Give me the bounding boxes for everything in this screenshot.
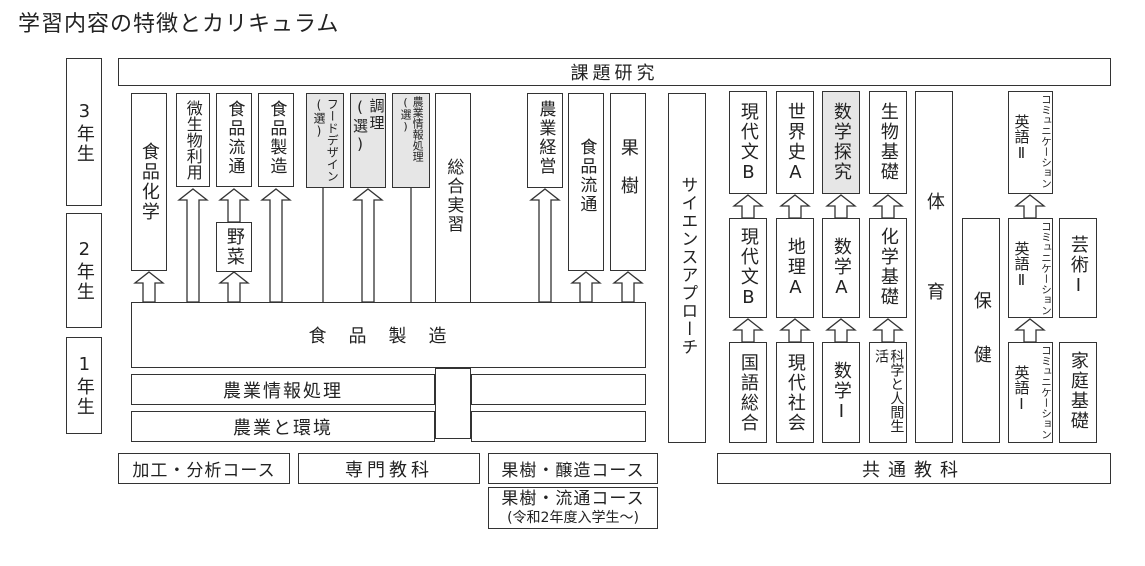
jouhou-band-right	[471, 374, 646, 405]
eigo1-label: 英語Ⅰ	[1012, 365, 1031, 413]
subject-hoken: 保健	[962, 218, 1000, 443]
arrow-eigo3-icon	[1014, 194, 1046, 219]
subject-ryutsu-a: 食品流通	[216, 93, 252, 187]
jouhou-band: 農業情報処理	[131, 374, 435, 405]
arrow-general-2-icon	[825, 318, 857, 343]
arrow-ryutsu-b-icon	[570, 271, 602, 303]
legend-kaju-jozo: 果樹・醸造コース	[488, 453, 658, 484]
arrow-general-2-icon	[779, 318, 811, 343]
arrow-chori-icon	[352, 188, 384, 303]
year-1-label: 1年生	[66, 337, 102, 434]
arrow-general-3-icon	[732, 194, 764, 219]
subject-sugaku-tankyu: 数学探究	[822, 91, 860, 194]
kankyo-band: 農業と環境	[131, 411, 435, 442]
arrow-seizo-small-icon	[260, 188, 292, 303]
legend-kaju-ryutsu-note: (令和2年度入学生〜)	[507, 509, 639, 526]
eigo1-comm: コミュニケーション	[1040, 345, 1052, 440]
subject-jouhou-sel: 農業情報処理(選)	[392, 93, 430, 188]
arrow-general-3-icon	[872, 194, 904, 219]
subject-shokuhin-kagaku: 食品化学	[131, 93, 167, 271]
arrow-biseibutsu-icon	[177, 188, 209, 303]
subject-yasai: 野菜	[216, 222, 252, 272]
kadai-kenkyu-band: 課題研究	[118, 58, 1111, 86]
subject-eigo2: 英語Ⅱ コミュニケーション	[1008, 218, 1053, 318]
legend-kaju-ryutsu: 果樹・流通コース (令和2年度入学生〜)	[488, 487, 658, 529]
kankyo-band-right	[471, 411, 646, 442]
subject-eigo1: 英語Ⅰ コミュニケーション	[1008, 342, 1053, 443]
arrow-general-2-icon	[872, 318, 904, 343]
subject-biseibutsu: 微生物利用	[176, 93, 210, 187]
arrow-yasai-icon	[218, 271, 250, 303]
legend-senmon: 専門教科	[298, 453, 480, 484]
subject-food-design: フードデザイン(選)	[306, 93, 344, 188]
subject-sugaku-1: 数学Ⅰ	[822, 342, 860, 443]
legend-kyotsu: 共通教科	[717, 453, 1111, 484]
subject-seizo-small: 食品製造	[258, 93, 294, 187]
legend-kaju-ryutsu-label: 果樹・流通コース	[501, 488, 645, 509]
arrow-kagaku-icon	[133, 271, 165, 303]
subject-nogyo-keiei: 農業経営	[527, 93, 563, 188]
subject-kokugo: 国語総合	[729, 342, 767, 443]
subject-taiiku: 体育	[915, 91, 953, 443]
eigo3-label: 英語Ⅱ	[1012, 114, 1031, 162]
subject-kagaku-kiso: 化学基礎	[869, 218, 907, 318]
eigo3-comm: コミュニケーション	[1040, 94, 1052, 189]
legend-kako: 加工・分析コース	[118, 453, 290, 484]
science-approach: サイエンスアプローチ	[668, 93, 706, 443]
arrow-ryutsu-a-icon	[218, 188, 250, 223]
shokuhin-seizo-band: 食品製造	[131, 302, 646, 368]
subject-eigo3: 英語Ⅱ コミュニケーション	[1008, 91, 1053, 194]
subject-geijutsu: 芸術Ⅰ	[1059, 218, 1097, 318]
subject-chiri: 地理A	[776, 218, 814, 318]
subject-chori: 調理(選)	[350, 93, 386, 188]
subject-gendaibun-b3: 現代文B	[729, 91, 767, 194]
year-3-label: 3年生	[66, 58, 102, 206]
eigo2-comm: コミュニケーション	[1040, 221, 1052, 316]
subject-katei: 家庭基礎	[1059, 342, 1097, 443]
arrow-keiei-icon	[529, 188, 561, 303]
arrow-kaju-icon	[612, 271, 644, 303]
sogo-jisshu-overlay	[435, 368, 471, 439]
subject-gendai-shakai: 現代社会	[776, 342, 814, 443]
year-2-label: 2年生	[66, 213, 102, 328]
subject-kagaku-ningen: 科学と人間生活	[869, 342, 907, 443]
subject-gendaibun-b2: 現代文B	[729, 218, 767, 318]
subject-sugaku-a: 数学A	[822, 218, 860, 318]
subject-seibutsu-kiso: 生物基礎	[869, 91, 907, 194]
arrow-eigo2-icon	[1014, 318, 1046, 343]
subject-kaju: 果樹	[610, 93, 646, 271]
arrow-general-3-icon	[779, 194, 811, 219]
arrow-general-3-icon	[825, 194, 857, 219]
arrow-general-2-icon	[732, 318, 764, 343]
eigo2-label: 英語Ⅱ	[1012, 241, 1031, 289]
page-title: 学習内容の特徴とカリキュラム	[18, 12, 340, 37]
subject-ryutsu-b: 食品流通	[568, 93, 604, 271]
subject-sekaishi: 世界史A	[776, 91, 814, 194]
